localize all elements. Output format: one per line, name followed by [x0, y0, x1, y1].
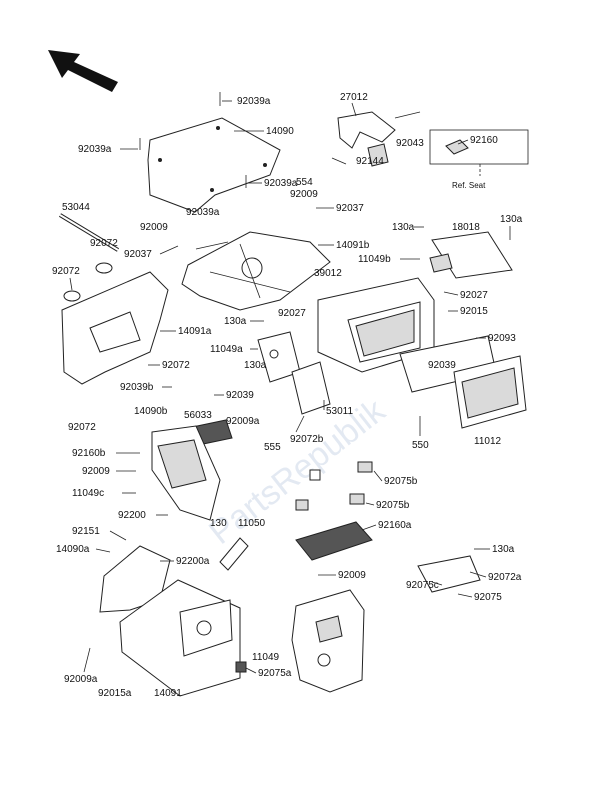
- callout-l19: 18018: [452, 222, 480, 233]
- callout-l28: 14091a: [178, 326, 212, 337]
- rod-53044: [58, 213, 120, 252]
- battery-case-39012: [317, 277, 435, 373]
- callout-l66: 14091: [154, 688, 182, 699]
- rod-11050: [219, 537, 249, 571]
- fender-14090b: [151, 425, 221, 521]
- fastener-92039a: [139, 92, 247, 188]
- latch-bracket-27012: [331, 111, 421, 167]
- callout-l16: 92037: [124, 249, 152, 260]
- callout-l55: 14090a: [56, 544, 90, 555]
- side-cover-14091a: [61, 271, 169, 385]
- callout-l35: 92039: [226, 390, 254, 401]
- callout-l39: 14090b: [134, 406, 168, 417]
- callout-l11: 92037: [336, 203, 364, 214]
- callout-l63: 92009a: [64, 674, 98, 685]
- callout-l4: 27012: [340, 92, 368, 103]
- callout-l54: 11050: [238, 518, 266, 529]
- callout-l45: 11012: [474, 436, 502, 447]
- callout-l25: 130a: [224, 316, 247, 327]
- callout-l51: 92160a: [378, 520, 412, 531]
- callout-l15: 92072: [90, 238, 118, 249]
- seat-plate-14090: [147, 117, 281, 213]
- callout-l52: 92151: [72, 526, 100, 537]
- callout-l49: 92075b: [376, 500, 410, 511]
- tray-14091b: [181, 231, 331, 311]
- callout-l24: 92027: [460, 290, 488, 301]
- ref-seat-label: Ref. Seat: [452, 181, 486, 190]
- airbox-11012: [453, 355, 527, 429]
- callout-l48: 11049c: [72, 488, 104, 499]
- callout-l65: 92015a: [98, 688, 132, 699]
- callout-l38: 92072: [68, 422, 96, 433]
- callout-l9: 554: [296, 177, 313, 188]
- callout-l22: 39012: [314, 268, 342, 279]
- callout-l10: 92009: [290, 189, 318, 200]
- callout-l50: 92200: [118, 510, 146, 521]
- callout-l1: 92039a: [237, 96, 271, 107]
- callout-l57: 130a: [492, 544, 515, 555]
- callout-l58: 92009: [338, 570, 366, 581]
- callout-l34: 92039b: [120, 382, 154, 393]
- ref-seat-box: Ref. Seat: [429, 129, 529, 190]
- callout-l47: 92075b: [384, 476, 418, 487]
- callout-l21: 92072: [52, 266, 80, 277]
- callout-l53: 130: [210, 518, 227, 529]
- mount-plate-11049: [291, 589, 365, 693]
- callout-l14: 92009: [140, 222, 168, 233]
- callout-l2: 14090: [266, 126, 294, 137]
- callout-l3: 92039a: [78, 144, 112, 155]
- callout-l27: 92015: [460, 306, 488, 317]
- callout-l43: 555: [264, 442, 281, 453]
- callout-l37: 56033: [184, 410, 212, 421]
- callout-l18: 130a: [392, 222, 415, 233]
- callout-l13: 53044: [62, 202, 90, 213]
- callout-l33: 92039: [428, 360, 456, 371]
- callout-l20: 130a: [500, 214, 523, 225]
- callout-l56: 92200a: [176, 556, 210, 567]
- bracket-92075-assembly: [417, 555, 481, 593]
- nut-11049: [235, 661, 247, 673]
- callout-l46: 92009: [82, 466, 110, 477]
- front-direction-arrow-icon: [48, 50, 118, 92]
- callout-l5: 92043: [396, 138, 424, 149]
- lower-bracket-14091: [119, 579, 241, 697]
- callout-l61: 92075: [474, 592, 502, 603]
- callout-l40: 92009a: [226, 416, 260, 427]
- callout-l41: 92072b: [290, 434, 324, 445]
- callout-l64: 92075a: [258, 668, 292, 679]
- callout-l29: 92093: [488, 333, 516, 344]
- clamp-92072: [63, 262, 113, 302]
- callouts: 92039a 14090 92039a 27012 92043 92160 92…: [52, 92, 523, 699]
- callout-l6: 92160: [470, 135, 498, 146]
- callout-l7: 92144: [356, 156, 384, 167]
- callout-l62: 11049: [252, 652, 280, 663]
- callout-l12: 92039a: [186, 207, 220, 218]
- callout-l26: 92027: [278, 308, 306, 319]
- callout-l59: 92072a: [488, 572, 522, 583]
- callout-l30: 11049a: [210, 344, 243, 355]
- callout-l36: 53011: [326, 406, 354, 417]
- callout-l44: 550: [412, 440, 429, 451]
- callout-l31: 92072: [162, 360, 190, 371]
- plate-92160a: [295, 521, 373, 561]
- callout-l17: 14091b: [336, 240, 370, 251]
- cube-92075b: [295, 461, 373, 511]
- callout-l23: 11049b: [358, 254, 391, 265]
- callout-l8: 92039a: [264, 178, 298, 189]
- callout-l32: 130a: [244, 360, 267, 371]
- callout-l42: 92160b: [72, 448, 106, 459]
- bracket-18018: [429, 231, 513, 279]
- callout-l60: 92075c: [406, 580, 439, 591]
